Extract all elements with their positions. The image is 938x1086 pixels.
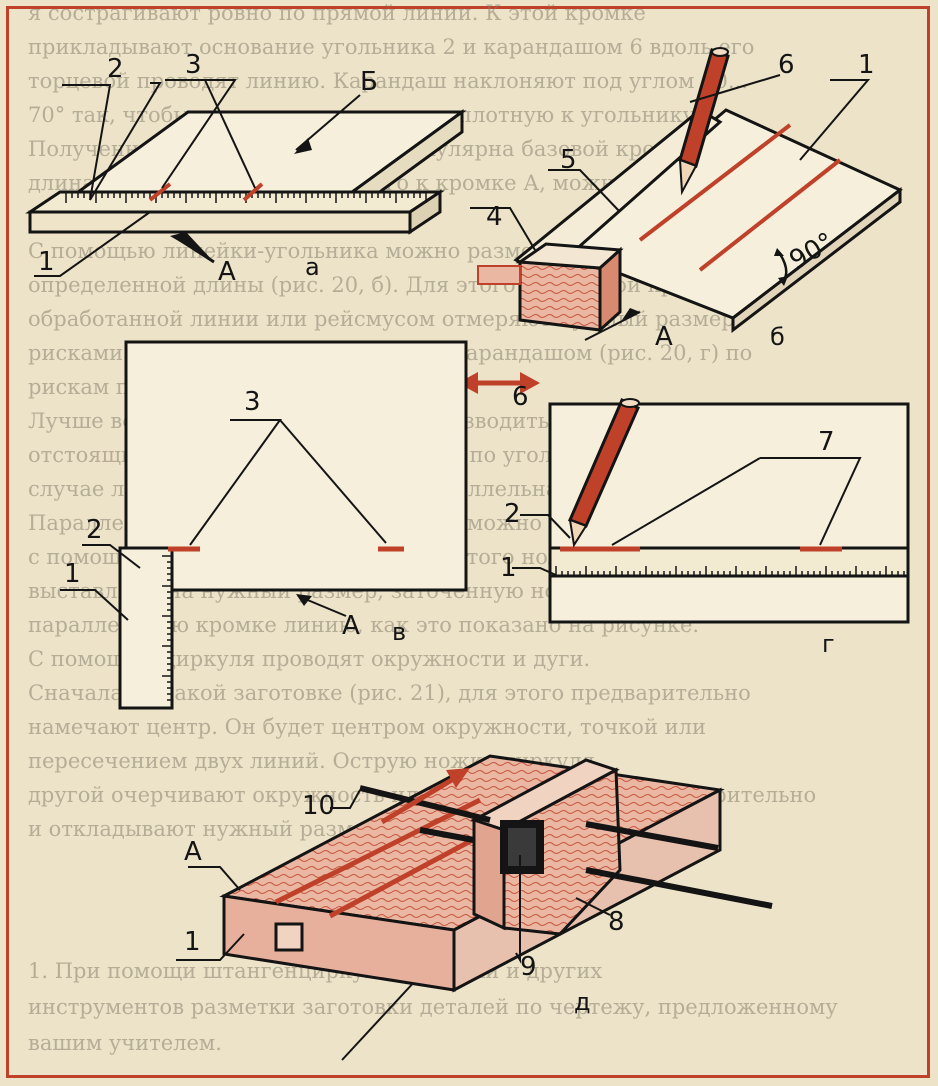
label-5: 5 bbox=[560, 145, 577, 175]
label-6: 6 bbox=[512, 382, 529, 412]
ruler-end bbox=[408, 189, 442, 235]
mark-risk bbox=[148, 182, 172, 202]
pencil bbox=[567, 397, 640, 548]
subfigure-letter: д bbox=[574, 988, 591, 1016]
ruler-scale-ticks bbox=[65, 193, 427, 203]
bleed-text-line: намечают центр. Он будет центром окружно… bbox=[28, 715, 706, 739]
figure-d-pencil-along-ruler: 7 6 2 1 г bbox=[500, 382, 910, 658]
bleed-text-line: инструментов разметки заготовки деталей … bbox=[28, 995, 838, 1019]
label-1: 1 bbox=[184, 927, 201, 957]
label-1: 1 bbox=[38, 247, 55, 277]
figure-b-pencil-guide: 6 1 5 4 90° А б bbox=[458, 47, 903, 394]
label-B: Б bbox=[360, 67, 378, 97]
marked-line bbox=[638, 123, 792, 242]
label-2: 2 bbox=[107, 54, 124, 84]
bleed-text-line: торцевой проводят линию. Карандаш наклон… bbox=[28, 69, 748, 93]
figure-a-ruler-square: 2 3 Б 1 А а bbox=[25, 50, 467, 287]
label-A: А bbox=[342, 611, 360, 641]
label-1: 1 bbox=[64, 559, 81, 589]
board bbox=[548, 402, 910, 624]
direction-arrow bbox=[380, 768, 470, 825]
pencil bbox=[678, 47, 730, 196]
bleed-text-line: я сострагивают ровно по прямой линии. К … bbox=[28, 1, 646, 25]
label-10: 10 bbox=[302, 791, 335, 821]
bleed-text-line: прикладывают основание угольника 2 и кар… bbox=[28, 35, 754, 59]
mark-risk bbox=[242, 182, 264, 202]
label-A: А bbox=[218, 257, 236, 287]
subfigure-letter: б bbox=[770, 323, 785, 351]
label-1: 1 bbox=[858, 50, 875, 80]
board bbox=[124, 340, 468, 592]
label-2: 2 bbox=[504, 499, 521, 529]
ruler-scale-ticks bbox=[555, 566, 905, 576]
figure-c-square-on-board: 3 2 1 А в bbox=[60, 340, 468, 710]
square-blade bbox=[118, 546, 174, 710]
bleed-text-line: С помощью циркуля проводят окружности и … bbox=[28, 647, 590, 671]
bleed-text-line: вашим учителем. bbox=[28, 1031, 222, 1055]
wood-block bbox=[518, 260, 602, 332]
label-A: А bbox=[655, 322, 673, 352]
square-scale-ticks bbox=[162, 555, 172, 701]
label-6: 6 bbox=[778, 50, 795, 80]
movement-arrow bbox=[458, 372, 540, 394]
marked-line bbox=[274, 797, 482, 905]
label-A: А bbox=[184, 837, 202, 867]
ruler-edge bbox=[28, 210, 412, 234]
figure-e-marking-gauge: 10 А 1 9 8 д bbox=[176, 754, 773, 1061]
label-8: 8 bbox=[608, 907, 625, 937]
subfigure-letter: г bbox=[822, 630, 835, 658]
label-4: 4 bbox=[486, 202, 503, 232]
label-3: 3 bbox=[244, 387, 261, 417]
label-2: 2 bbox=[86, 515, 103, 545]
label-7: 7 bbox=[818, 427, 835, 457]
marked-line bbox=[698, 158, 842, 272]
subfigure-letter: а bbox=[305, 253, 320, 281]
label-3: 3 bbox=[185, 50, 202, 80]
gauge-stock bbox=[502, 767, 622, 936]
subfigure-letter: в bbox=[392, 618, 406, 646]
label-1: 1 bbox=[500, 553, 517, 583]
label-9: 9 bbox=[520, 952, 537, 982]
